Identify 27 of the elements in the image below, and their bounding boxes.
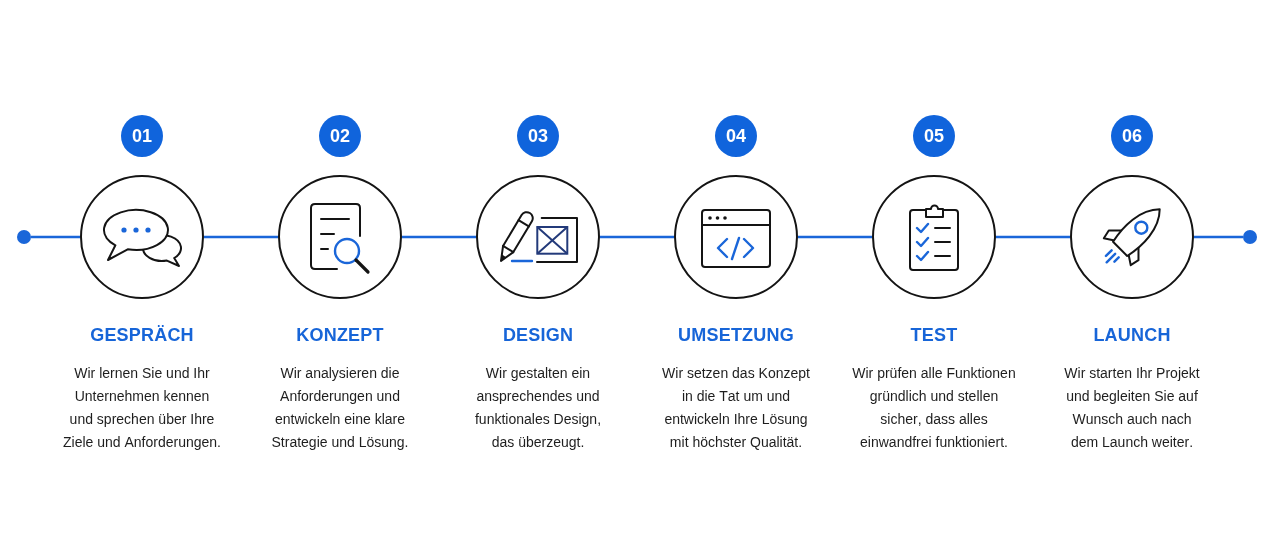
timeline-line bbox=[31, 235, 80, 239]
timeline-line bbox=[1194, 235, 1243, 239]
step-number-badge: 06 bbox=[1111, 115, 1153, 157]
step-description: Wir prüfen alle Funktionen gründlich und stellen sicher, dass alles einwandfrei funktioniert. bbox=[851, 363, 1017, 452]
step-description: Wir lernen Sie und Ihr Unternehmen kennen und sprechen über Ihre Ziele und Anforderungen. bbox=[62, 363, 222, 452]
timeline-line bbox=[402, 235, 476, 239]
step-number-badge: 03 bbox=[517, 115, 559, 157]
step-number-badge: 01 bbox=[121, 115, 163, 157]
timeline-end-dot bbox=[1243, 230, 1257, 244]
step-title: KONZEPT bbox=[296, 324, 384, 346]
step-number-badge: 02 bbox=[319, 115, 361, 157]
step-number-badge: 05 bbox=[913, 115, 955, 157]
timeline-line bbox=[600, 235, 674, 239]
timeline-line bbox=[204, 235, 278, 239]
step-number-badge: 04 bbox=[715, 115, 757, 157]
step-description: Wir gestalten ein ansprechendes und funktionales Design, das überzeugt. bbox=[473, 363, 603, 452]
step-description: Wir analysieren die Anforderungen und entwickeln eine klare Strategie und Lösung. bbox=[270, 363, 410, 452]
timeline-line bbox=[996, 235, 1070, 239]
timeline-line bbox=[798, 235, 872, 239]
step-title: UMSETZUNG bbox=[678, 324, 794, 346]
step-title: LAUNCH bbox=[1093, 324, 1171, 346]
step-title: TEST bbox=[910, 324, 958, 346]
timeline-end-dot bbox=[17, 230, 31, 244]
step-description: Wir starten Ihr Projekt und begleiten Sie auf Wunsch auch nach dem Launch weiter. bbox=[1063, 363, 1201, 452]
step-title: DESIGN bbox=[502, 324, 574, 346]
step-title: GESPRÄCH bbox=[90, 324, 194, 346]
step-description: Wir setzen das Konzept in die Tat um und entwickeln Ihre Lösung mit höchster Qualität. bbox=[661, 363, 811, 452]
